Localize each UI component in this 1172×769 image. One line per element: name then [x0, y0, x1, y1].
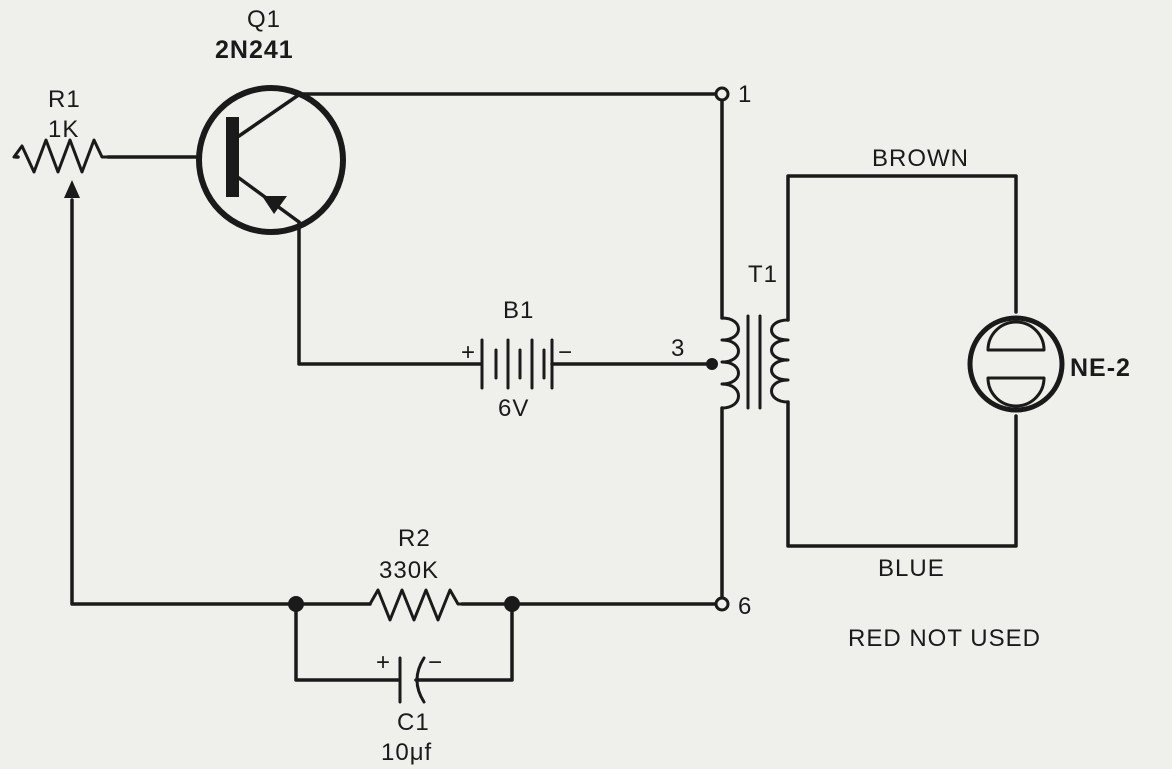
- emitter-wire: [297, 220, 482, 366]
- terminal-3-label: 3: [671, 335, 685, 362]
- c1-plus-label: +: [376, 649, 391, 676]
- terminals: 1 3 6: [671, 81, 752, 620]
- ne2-neon-lamp: NE-2: [967, 315, 1131, 413]
- c1-branch-left: [294, 602, 400, 682]
- t1-secondary-coil: [770, 318, 790, 404]
- q1-collector-lead: [237, 92, 302, 138]
- c1-value-label: 10μf: [381, 739, 432, 766]
- r2-resistor: R2 330K: [368, 525, 464, 622]
- q1-transistor: Q1 2N241: [196, 6, 346, 235]
- r2-ref-label: R2: [398, 525, 431, 552]
- terminal-1-label: 1: [738, 81, 752, 108]
- r2-value-label: 330K: [379, 557, 439, 584]
- q1-base-bar: [226, 117, 239, 197]
- r1-value-label: 1K: [48, 116, 79, 143]
- junction-left: [288, 596, 304, 612]
- red-not-used-note: RED NOT USED: [848, 625, 1041, 652]
- secondary-bottom-wire: [786, 400, 1018, 548]
- b1-battery: B1 + − 6V: [461, 297, 573, 422]
- r1-potentiometer: R1 1K: [12, 86, 112, 198]
- c1-ref-label: C1: [397, 709, 430, 736]
- r1-wiper-arrow-icon: [64, 180, 80, 198]
- terminal-6-label: 6: [738, 593, 752, 620]
- lamp-electrode-bottom: [986, 376, 1046, 408]
- r1-zigzag: [12, 138, 112, 174]
- terminal-3-dot: [706, 358, 718, 370]
- lamp-part-label: NE-2: [1070, 354, 1131, 382]
- terminal-6: [714, 596, 730, 612]
- lamp-envelope: [967, 315, 1065, 413]
- lamp-electrode-top: [986, 320, 1046, 352]
- q1-envelope: [196, 85, 346, 235]
- b1-value-label: 6V: [498, 395, 529, 422]
- t1-ref-label: T1: [748, 261, 778, 288]
- b1-plus-label: +: [461, 339, 476, 366]
- t1-primary-coil: [720, 316, 740, 410]
- brown-wire-label: BROWN: [872, 145, 969, 172]
- c1-branch-right: [414, 602, 514, 682]
- r2-zigzag: [368, 588, 464, 622]
- secondary-top-wire: [786, 174, 1018, 322]
- c1-minus-label: −: [428, 649, 443, 676]
- q1-emitter-arrow-icon: [262, 196, 287, 214]
- b1-ref-label: B1: [503, 297, 534, 324]
- t1-transformer: T1: [720, 261, 790, 410]
- c1-plate-negative: [415, 656, 426, 704]
- b1-minus-label: −: [558, 339, 573, 366]
- q1-ref-label: Q1: [247, 6, 281, 33]
- feedback-wire: [70, 198, 372, 606]
- r1-ref-label: R1: [48, 86, 81, 113]
- wiring: [14, 92, 1018, 682]
- c1-capacitor: + − C1 10μf: [376, 649, 443, 766]
- junction-right: [504, 596, 520, 612]
- q1-part-label: 2N241: [215, 36, 294, 64]
- blue-wire-label: BLUE: [878, 555, 945, 582]
- terminal-1: [714, 86, 730, 102]
